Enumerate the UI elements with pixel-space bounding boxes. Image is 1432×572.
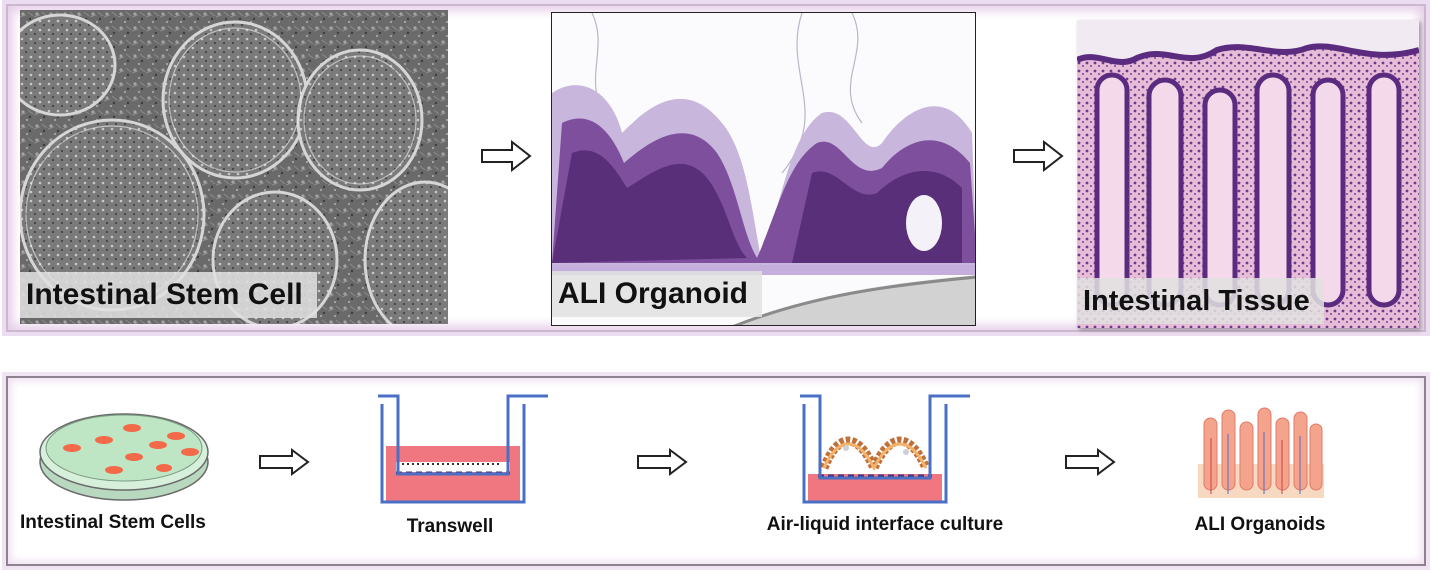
- ali-organoid-micrograph: ALI Organoid: [551, 12, 976, 326]
- outline-arrow-icon: [259, 448, 310, 476]
- outline-arrow-icon: [1065, 448, 1116, 476]
- step-label-stem-cells: Intestinal Stem Cells: [20, 512, 206, 533]
- ali-culture-icon: [800, 394, 970, 504]
- outline-arrow-icon: [481, 140, 532, 172]
- outline-arrow-icon: [1013, 140, 1064, 172]
- step-label-transwell: Transwell: [406, 516, 494, 537]
- photo-label-stem-cell: Intestinal Stem Cell: [20, 272, 317, 318]
- workflow-panel: [6, 376, 1426, 566]
- he-stain-tissue-image: [1077, 20, 1419, 328]
- transwell-icon: [378, 394, 548, 504]
- outline-arrow-icon: [637, 448, 688, 476]
- intestinal-tissue-micrograph: Intestinal Tissue: [1077, 20, 1419, 328]
- organoid-villi-icon: [1198, 407, 1324, 498]
- photo-label-intestinal-tissue: Intestinal Tissue: [1077, 278, 1324, 324]
- stem-cell-micrograph: Intestinal Stem Cell: [20, 10, 448, 324]
- step-label-ali-culture: Air-liquid interface culture: [766, 514, 1004, 535]
- photo-label-ali-organoid: ALI Organoid: [552, 271, 762, 317]
- step-label-ali-organoids: ALI Organoids: [1194, 514, 1326, 535]
- petri-dish-icon: [39, 413, 209, 501]
